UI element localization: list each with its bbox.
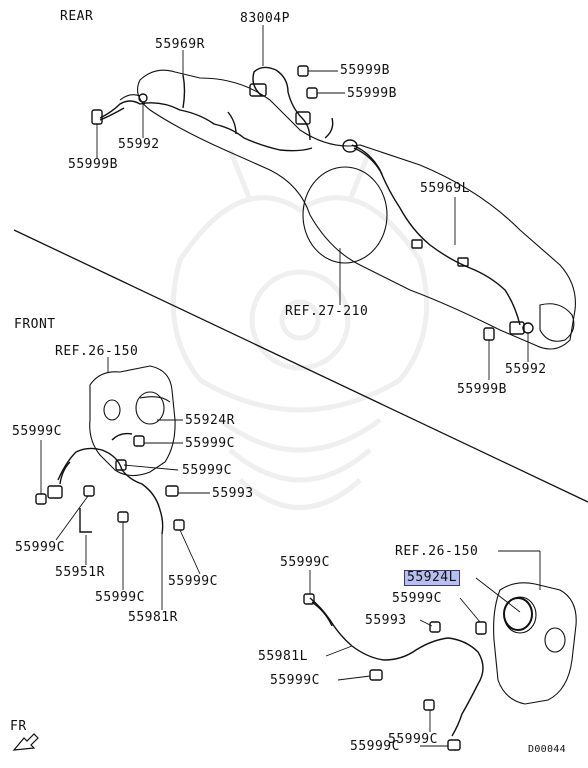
part-label-55999c-7[interactable]: 55999C [280,555,330,570]
ref-label-26-150-left[interactable]: REF.26-150 [395,544,479,559]
section-divider [13,229,588,503]
part-label-55981r[interactable]: 55981R [128,610,178,625]
part-label-55999c-5[interactable]: 55999C [95,590,145,605]
part-label-55981l[interactable]: 55981L [258,649,308,664]
part-label-55999c-2[interactable]: 55999C [185,436,235,451]
part-label-55992-2[interactable]: 55992 [505,362,547,377]
front-left-knuckle [493,582,577,705]
diagram-code: D00044 [528,744,566,755]
rear-axle-housing [119,69,576,350]
rear-harness-right [91,74,313,152]
part-label-55999c-8[interactable]: 55999C [392,591,442,606]
part-label-55951r[interactable]: 55951R [55,565,105,580]
part-label-55999c-1[interactable]: 55999C [12,424,62,439]
part-label-55924r[interactable]: 55924R [185,413,235,428]
part-label-55999c-3[interactable]: 55999C [182,463,232,478]
section-label-front: FRONT [14,317,56,332]
part-label-55924l[interactable]: 55924L [404,570,460,586]
part-label-83004p[interactable]: 83004P [240,11,290,26]
part-label-55999c-9[interactable]: 55999C [270,673,320,688]
part-label-55999c-4[interactable]: 55999C [15,540,65,555]
part-label-55999b-4[interactable]: 55999B [457,382,507,397]
part-label-55999c-10[interactable]: 55999C [388,732,438,747]
part-label-55992-1[interactable]: 55992 [118,137,160,152]
part-label-55969l[interactable]: 55969L [420,181,470,196]
part-label-55999b-2[interactable]: 55999B [347,86,397,101]
leader-lines [40,25,541,747]
front-direction-label: FR [10,719,27,734]
front-right-knuckle [89,365,176,477]
ref-label-27-210[interactable]: REF.27-210 [285,304,369,319]
front-left-harness [303,593,533,751]
ref-label-26-150-right[interactable]: REF.26-150 [55,344,139,359]
part-label-55999b-3[interactable]: 55999B [68,157,118,172]
part-label-55999b-1[interactable]: 55999B [340,63,390,78]
part-label-55993-2[interactable]: 55993 [365,613,407,628]
watermark-emblem [170,149,430,510]
harness-83004p [249,65,334,141]
part-label-55999c-11[interactable]: 55999C [350,739,400,754]
rear-harness-left [342,139,534,341]
part-label-55993-1[interactable]: 55993 [212,486,254,501]
part-label-55969r[interactable]: 55969R [155,37,205,52]
section-label-rear: REAR [60,9,94,24]
part-label-55999c-6[interactable]: 55999C [168,574,218,589]
front-right-harness [35,432,185,535]
front-direction-arrow [12,733,39,751]
